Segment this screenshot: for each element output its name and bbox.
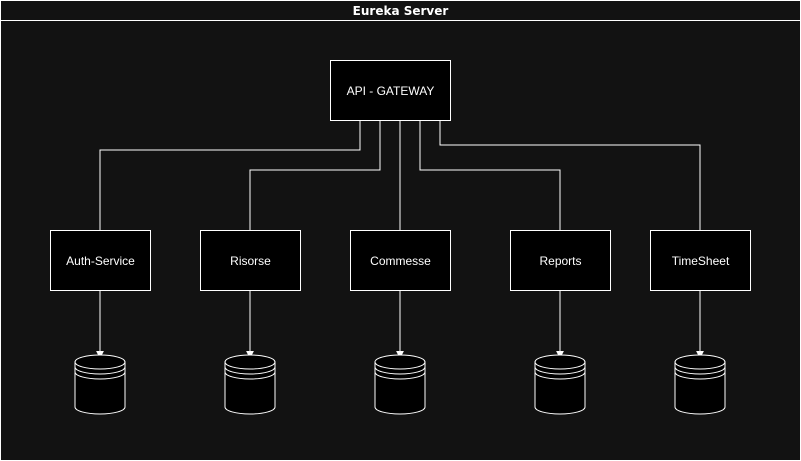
- api-gateway-box: API - GATEWAY: [330, 60, 451, 121]
- reports-box: Reports: [510, 230, 611, 291]
- database-icon: [674, 354, 726, 415]
- auth-service-label: Auth-Service: [66, 253, 135, 268]
- database-icon: [74, 354, 126, 415]
- container-title: Eureka Server: [1, 1, 800, 21]
- database-icon: [534, 354, 586, 415]
- timesheet-label: TimeSheet: [671, 253, 730, 268]
- api-gateway-label: API - GATEWAY: [346, 83, 435, 98]
- commesse-box: Commesse: [350, 230, 451, 291]
- database-icon: [374, 354, 426, 415]
- commesse-label: Commesse: [370, 253, 431, 268]
- connector-gateway-auth: [99, 121, 361, 230]
- auth-service-box: Auth-Service: [50, 230, 151, 291]
- timesheet-box: TimeSheet: [650, 230, 751, 291]
- risorse-box: Risorse: [200, 230, 301, 291]
- connector-gateway-reports: [419, 121, 561, 230]
- reports-label: Reports: [539, 253, 582, 268]
- connector-gateway-risorse: [249, 121, 381, 230]
- connector-gateway-timesheet: [439, 121, 701, 230]
- risorse-label: Risorse: [230, 253, 271, 268]
- database-icon: [224, 354, 276, 415]
